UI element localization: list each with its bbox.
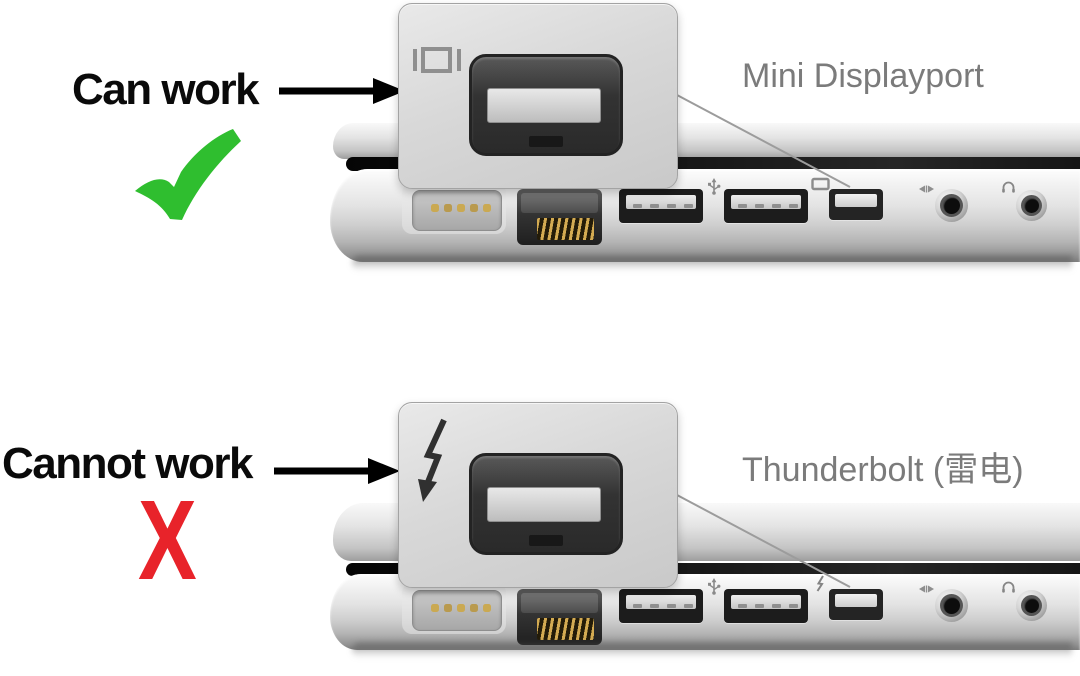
usb-pin [684, 204, 693, 208]
usb-pin [755, 604, 764, 608]
usb-pin [633, 204, 642, 208]
laptop-ports-row [330, 400, 1080, 676]
usb-pin [772, 204, 781, 208]
mini-displayport-adapter [398, 3, 678, 189]
usb-a-port [619, 589, 703, 623]
usb-pin [650, 204, 659, 208]
magsafe-pin [457, 204, 465, 212]
laptop-photo [330, 0, 1080, 300]
jack-hole [1024, 598, 1039, 613]
thunderbolt-adapter [398, 402, 678, 588]
line-in-icon [919, 185, 934, 193]
usb-pin [755, 204, 764, 208]
ethernet-recess [521, 193, 598, 213]
magsafe-pin [483, 204, 491, 212]
magsafe-pin [444, 204, 452, 212]
adapter-socket [469, 54, 623, 156]
headphone-jack [1016, 190, 1047, 221]
mini-displayport-icon [413, 47, 461, 73]
section-can-work: Can work Mini Displayport [72, 0, 1080, 300]
laptop-ports-row [330, 0, 1080, 300]
ethernet-recess [521, 593, 598, 613]
mini-displayport-tongue [835, 594, 877, 607]
thunderbolt-icon [418, 418, 447, 502]
thunderbolt-icon [816, 575, 824, 592]
magsafe-pin [470, 604, 478, 612]
usb-pin [667, 204, 676, 208]
usb-pin [667, 604, 676, 608]
socket-notch [529, 136, 563, 147]
audio-in-jack [935, 189, 968, 222]
magsafe-pin [457, 604, 465, 612]
laptop-shadow [352, 643, 1072, 658]
red-x-icon: X [138, 477, 197, 603]
green-checkmark-icon [135, 129, 241, 220]
usb-pin [650, 604, 659, 608]
ethernet-port [517, 589, 602, 645]
laptop-shadow [352, 256, 1072, 271]
verdict-label: Cannot work [2, 439, 253, 488]
ethernet-pins [537, 218, 594, 240]
usb-icon [708, 178, 721, 195]
magsafe-pin [470, 204, 478, 212]
usb-pin [738, 604, 747, 608]
usb-a-port [724, 589, 808, 623]
ethernet-pins [537, 618, 594, 640]
leader-line [676, 94, 851, 188]
verdict-label: Can work [72, 65, 260, 114]
right-arrow-icon [274, 458, 400, 484]
port-label: Mini Displayport [742, 57, 984, 95]
usb-pin [684, 604, 693, 608]
mini-displayport-port [829, 589, 883, 620]
section-cannot-work: Cannot work X Thunderbolt (雷电) [0, 380, 1080, 676]
socket-slot [487, 487, 601, 522]
magsafe-pin [483, 604, 491, 612]
usb-tongue [626, 595, 696, 609]
usb-pin [772, 604, 781, 608]
right-arrow-icon [279, 78, 405, 104]
usb-a-port [619, 189, 703, 223]
magsafe-pin [431, 204, 439, 212]
usb-pin [738, 204, 747, 208]
line-in-icon [919, 585, 934, 593]
headphone-jack [1016, 590, 1047, 621]
adapter-socket [469, 453, 623, 555]
headphones-icon [1002, 181, 1015, 193]
magsafe-pin [444, 604, 452, 612]
jack-hole [1024, 198, 1039, 213]
usb-tongue [731, 195, 801, 209]
headphones-icon [1002, 581, 1015, 593]
usb-icon [708, 578, 721, 595]
ethernet-port [517, 189, 602, 245]
socket-slot [487, 88, 601, 123]
audio-in-jack [935, 589, 968, 622]
usb-pin [633, 604, 642, 608]
leader-line [676, 494, 851, 588]
displayport-icon [811, 177, 830, 191]
mini-displayport-tongue [835, 194, 877, 207]
magsafe-port [412, 190, 502, 231]
usb-pin [789, 204, 798, 208]
mini-displayport-port [829, 189, 883, 220]
socket-notch [529, 535, 563, 546]
usb-tongue [626, 195, 696, 209]
magsafe-pin [431, 604, 439, 612]
port-label: Thunderbolt (雷电) [742, 451, 1024, 489]
usb-a-port [724, 189, 808, 223]
usb-pin [789, 604, 798, 608]
usb-tongue [731, 595, 801, 609]
magsafe-port [412, 590, 502, 631]
jack-hole [943, 197, 960, 214]
jack-hole [943, 597, 960, 614]
